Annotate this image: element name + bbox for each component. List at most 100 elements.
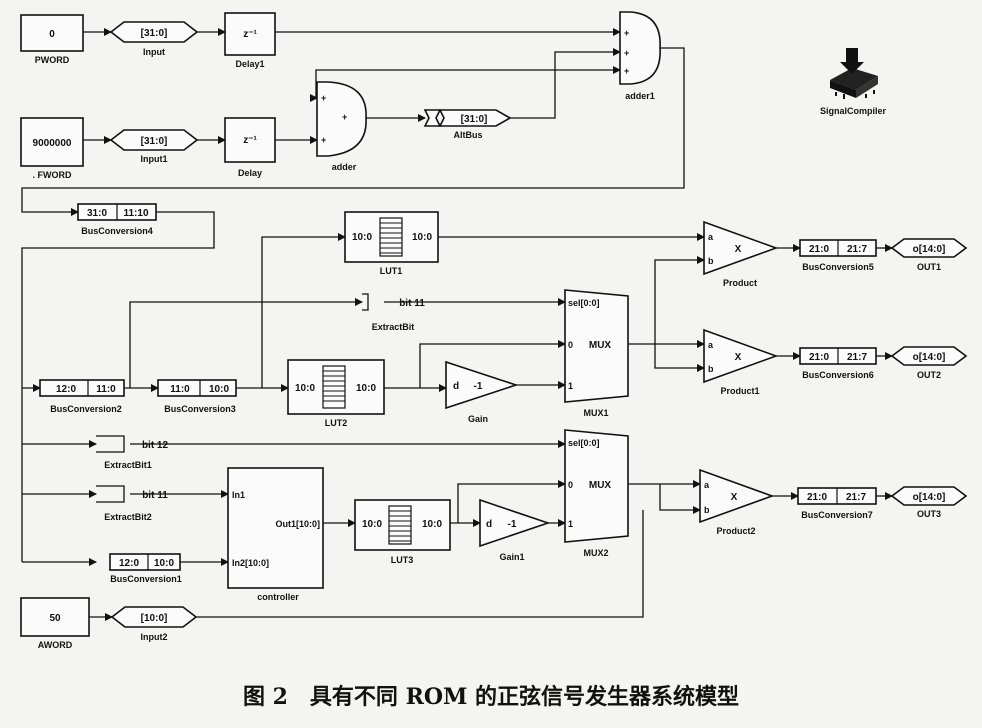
product-a-port: a [708,232,714,242]
adder1-block[interactable]: + + + adder1 [619,11,661,101]
delay1-label: Delay1 [235,59,264,69]
gain1-label: Gain1 [499,552,524,562]
product-op: X [735,244,742,255]
mux2-block[interactable]: sel[0:0] 0 MUX 1 MUX2 [564,429,629,558]
product2-block[interactable]: a b X Product2 [699,468,775,536]
lut3-block[interactable]: 10:0 10:0 LUT3 [354,499,451,565]
controller-out-port: Out1[10:0] [275,519,320,529]
mux2-sel-port: sel[0:0] [568,438,600,448]
pword-label: PWORD [35,55,70,65]
pword-constant-block[interactable]: 0 PWORD [20,14,84,65]
busconversion3-block[interactable]: 11:0 10:0 BusConversion3 [157,379,237,414]
busconversion1-block[interactable]: 12:0 10:0 BusConversion1 [109,553,182,584]
mux1-label: MUX1 [583,408,608,418]
extractbit-label: ExtractBit [372,322,415,332]
input2-port-block[interactable]: [10:0] Input2 [110,606,198,642]
input1-label: Input1 [141,154,168,164]
controller-in2-port: In2[10:0] [232,558,269,568]
lut2-out: 10:0 [356,383,376,394]
mux2-label: MUX2 [583,548,608,558]
mux1-block[interactable]: sel[0:0] 0 MUX 1 MUX1 [564,289,629,418]
busconversion2-block[interactable]: 12:0 11:0 BusConversion2 [39,379,125,414]
out3-port-block[interactable]: o[14:0] OUT3 [890,486,968,519]
busconversion5-block[interactable]: 21:0 21:7 BusConversion5 [799,239,877,272]
extractbit1-block[interactable]: bit 12 ExtractBit1 [96,435,169,470]
signalcompiler-label: SignalCompiler [820,106,887,116]
product-label: Product [723,278,757,288]
adder-port-3: + [321,135,326,145]
mux1-in1-port: 1 [568,381,573,391]
adder-label: adder [332,162,357,172]
product1-a-port: a [708,340,714,350]
busconversion4-in: 31:0 [87,208,107,219]
product1-b-port: b [708,364,714,374]
busconversion2-label: BusConversion2 [50,404,122,414]
signalcompiler-icon [830,48,878,99]
fword-value: 9000000 [33,138,72,149]
adder1-port-2: + [624,48,629,58]
busconversion6-label: BusConversion6 [802,370,874,380]
product1-block[interactable]: a b X Product1 [703,328,779,396]
busconversion4-block[interactable]: 31:0 11:10 BusConversion4 [77,203,157,236]
lut2-block[interactable]: 10:0 10:0 LUT2 [287,359,385,428]
busconversion7-in: 21:0 [807,492,827,503]
extractbit1-label: ExtractBit1 [104,460,152,470]
extractbit2-block[interactable]: bit 11 ExtractBit2 [96,485,168,522]
lut1-in: 10:0 [352,232,372,243]
adder1-port-1: + [624,28,629,38]
extractbit-block[interactable]: bit 11 ExtractBit [362,293,425,332]
busconversion1-out: 10:0 [154,558,174,569]
mux2-in1-port: 1 [568,519,573,529]
lut3-in: 10:0 [362,519,382,530]
extractbit1-value: bit 12 [142,440,169,451]
extractbit2-value: bit 11 [142,490,168,501]
fword-constant-block[interactable]: 9000000 . FWORD [20,117,84,180]
aword-value: 50 [49,613,61,624]
busconversion4-label: BusConversion4 [81,226,153,236]
mux1-title: MUX [589,340,612,351]
mux1-sel-port: sel[0:0] [568,298,600,308]
busconversion3-out: 10:0 [209,384,229,395]
pword-value: 0 [49,29,55,40]
controller-block[interactable]: In1 In2[10:0] Out1[10:0] controller [227,467,324,602]
input1-value: [31:0] [141,136,168,147]
busconversion4-out: 11:10 [123,208,148,219]
delay-label: Delay [238,168,262,178]
lut1-label: LUT1 [380,266,403,276]
extractbit-value: bit 11 [399,298,425,309]
out2-value: o[14:0] [913,352,946,363]
adder-block[interactable]: + + + adder [316,81,367,172]
busconversion6-in: 21:0 [809,352,829,363]
out1-label: OUT1 [917,262,941,272]
gain1-value: -1 [508,519,517,530]
altbus-block[interactable]: [31:0] AltBus [423,109,512,140]
lut1-block[interactable]: 10:0 10:0 LUT1 [344,211,439,276]
product-block[interactable]: a b X Product [703,220,779,288]
delay1-block[interactable]: z⁻¹ Delay1 [224,12,276,69]
busconversion5-out: 21:7 [847,244,867,255]
gain-block[interactable]: d -1 Gain [445,360,519,424]
busconversion3-label: BusConversion3 [164,404,236,414]
lut1-out: 10:0 [412,232,432,243]
product2-op: X [731,492,738,503]
delay-block[interactable]: z⁻¹ Delay [224,117,276,178]
input2-label: Input2 [141,632,168,642]
gain1-block[interactable]: d -1 Gain1 [479,498,551,562]
aword-constant-block[interactable]: 50 AWORD [20,597,90,650]
aword-label: AWORD [38,640,73,650]
signalcompiler-block[interactable]: SignalCompiler [820,48,887,116]
lut3-label: LUT3 [391,555,414,565]
controller-label: controller [257,592,299,602]
out3-value: o[14:0] [913,492,946,503]
busconversion3-in: 11:0 [170,384,190,395]
out1-port-block[interactable]: o[14:0] OUT1 [890,238,968,272]
out2-port-block[interactable]: o[14:0] OUT2 [890,346,968,380]
busconversion7-block[interactable]: 21:0 21:7 BusConversion7 [797,487,877,520]
lut3-out: 10:0 [422,519,442,530]
busconversion6-block[interactable]: 21:0 21:7 BusConversion6 [799,347,877,380]
input-port-block[interactable]: [31:0] Input [109,21,199,57]
product1-label: Product1 [720,386,759,396]
gain-label: Gain [468,414,488,424]
input1-port-block[interactable]: [31:0] Input1 [109,129,199,164]
